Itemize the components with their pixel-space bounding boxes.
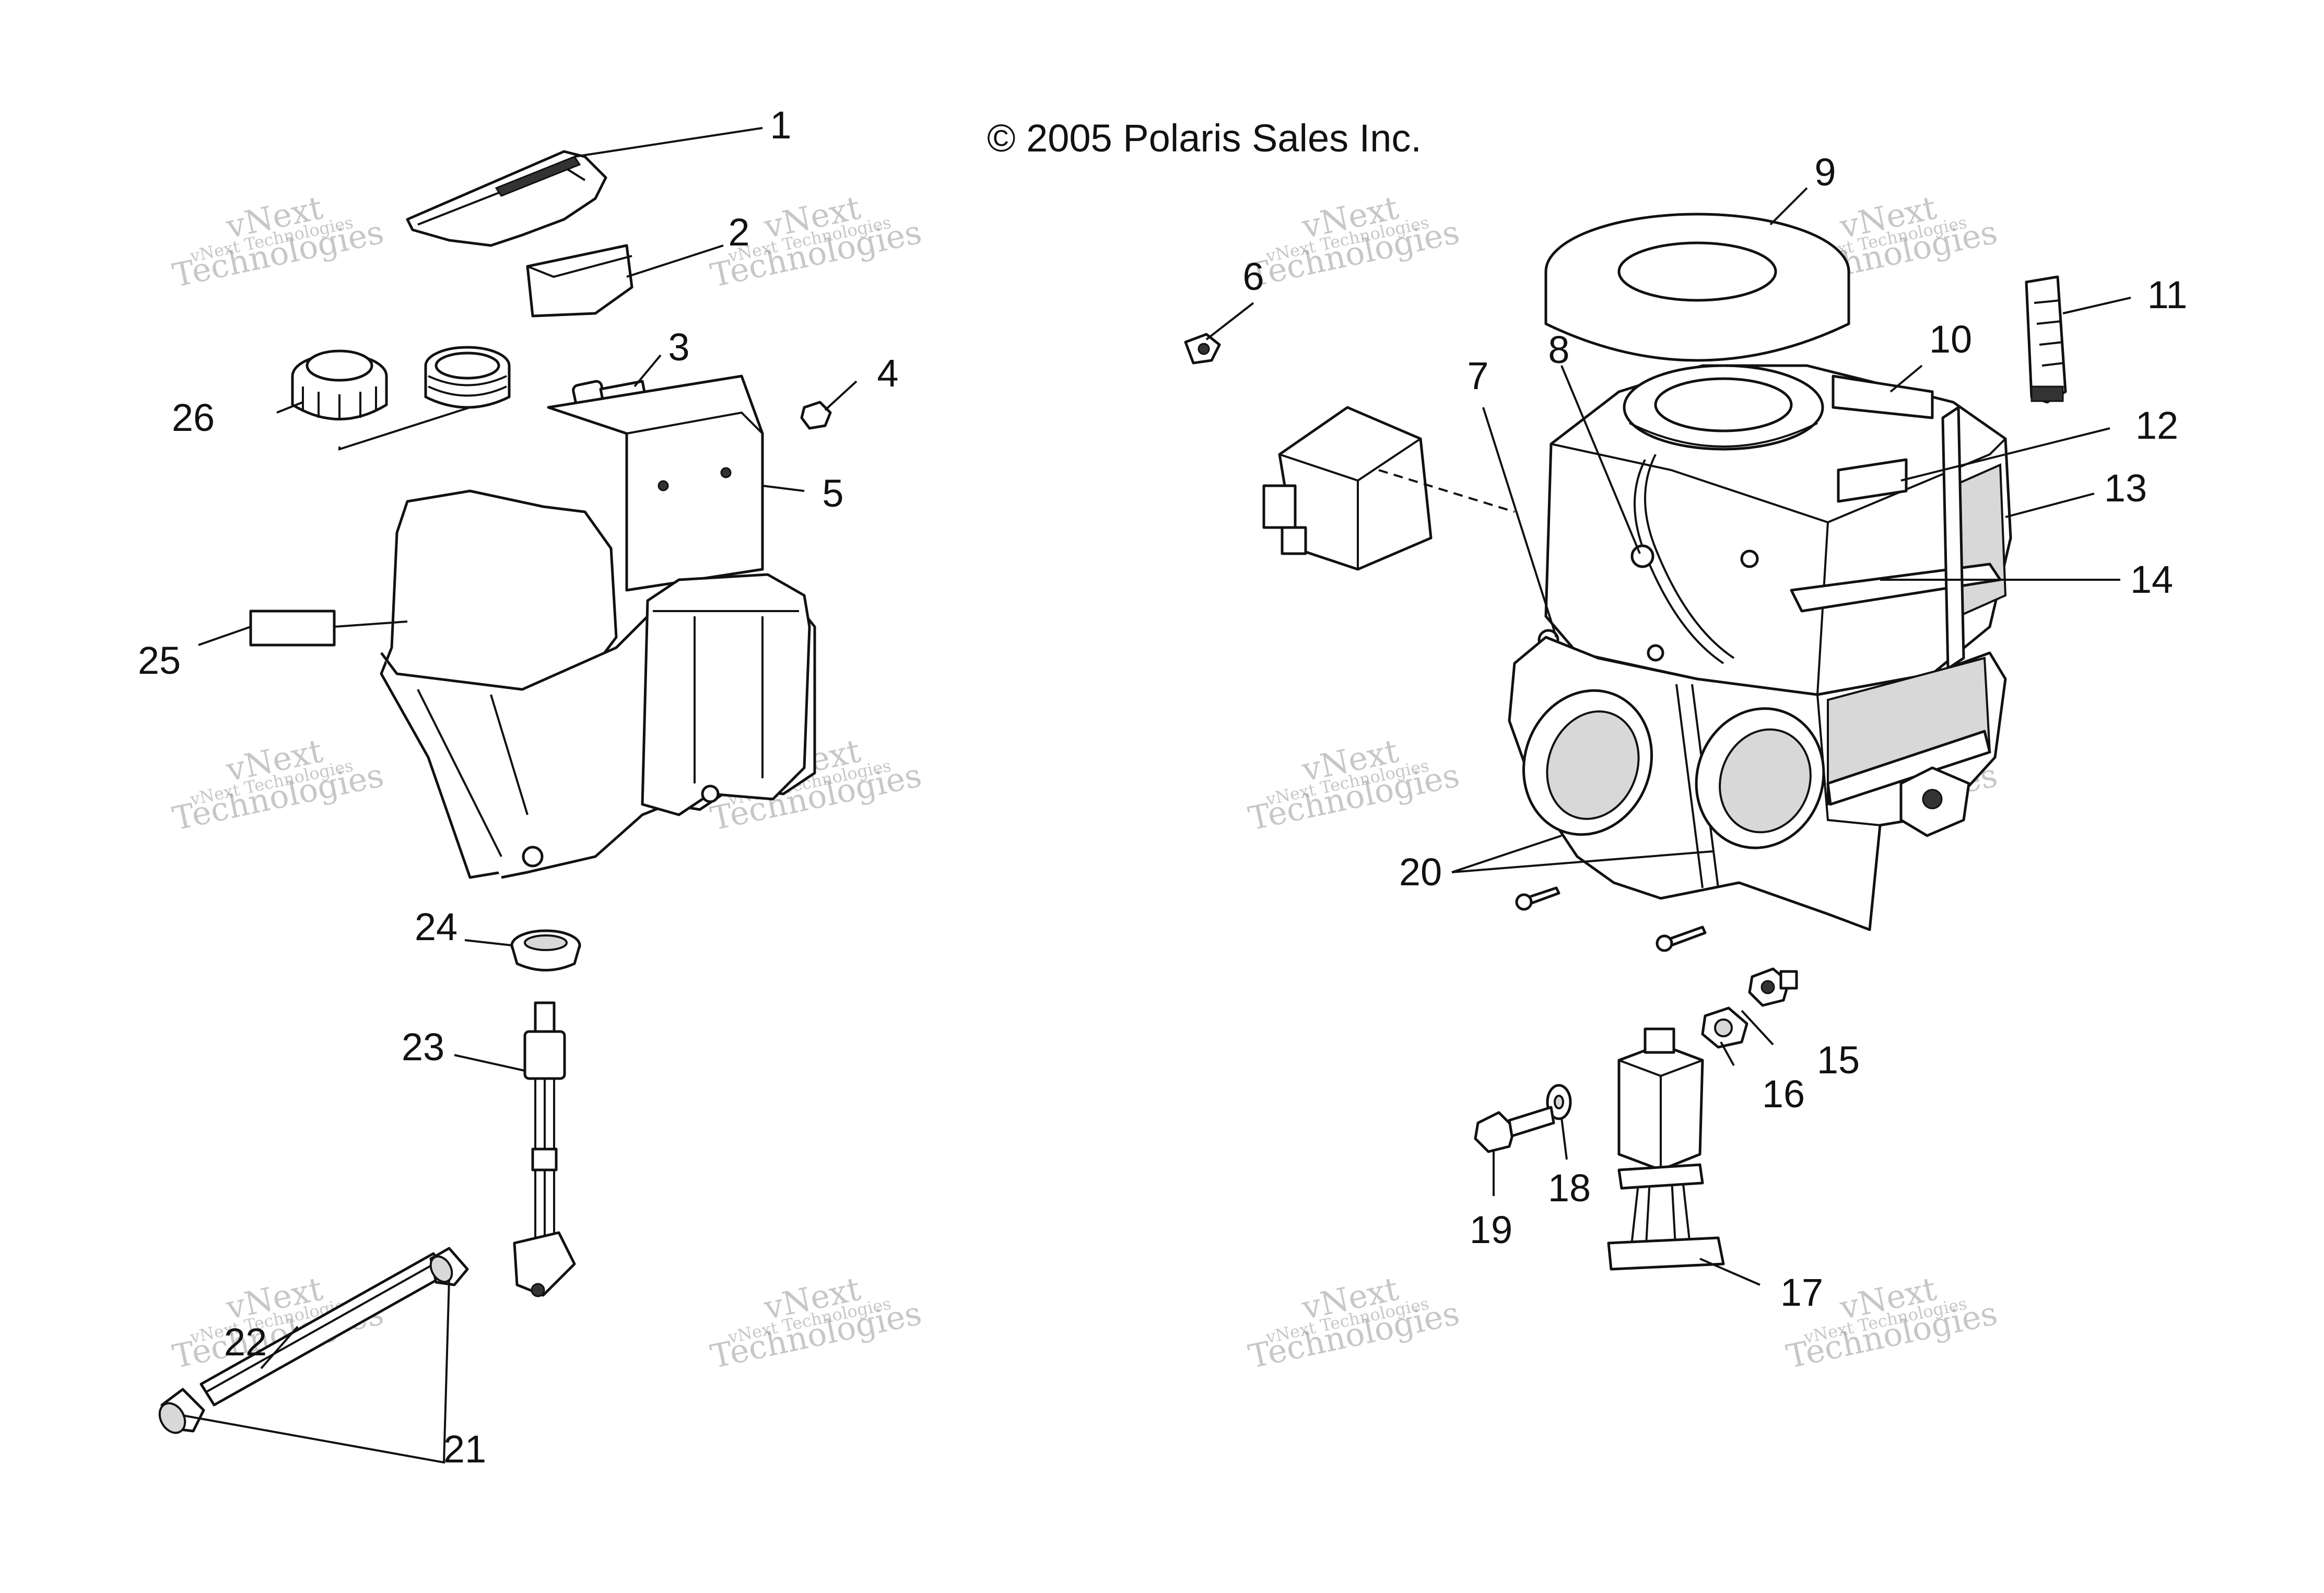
leader-lines [182,127,2131,1464]
part-2-pad [526,244,633,318]
part-23-sensor [513,1001,576,1297]
cdi-module [1262,406,1515,571]
callout-24: 24 [415,905,457,948]
part-24-grommet [510,929,581,971]
callout-19: 19 [1470,1208,1512,1251]
part-6-fastener [1184,333,1221,365]
callout-3: 3 [668,325,689,369]
callout-2: 2 [728,210,749,254]
copyright-text: © 2005 Polaris Sales Inc. [987,116,1422,160]
callout-17: 17 [1780,1271,1823,1314]
callout-20: 20 [1399,850,1442,894]
callout-1: 1 [770,103,791,147]
callouts: 1 2 3 4 5 6 7 8 9 10 11 12 13 14 15 16 1… [138,103,2188,1471]
callout-12: 12 [2135,404,2178,447]
part-19-bolt [1474,1106,1555,1153]
callout-9: 9 [1814,150,1836,194]
callout-18: 18 [1548,1166,1591,1210]
callout-13: 13 [2104,466,2147,510]
callout-8: 8 [1548,328,1569,371]
callout-5: 5 [822,472,843,515]
watermark: vNext Technologies vNext Technologies [1245,732,1463,838]
part-21-clamps [158,1247,469,1434]
watermark: vNext Technologies vNext Technologies [169,189,387,295]
watermark: vNext Technologies vNext Technologies [1245,189,1463,295]
callout-22: 22 [224,1320,267,1364]
part-11-latch [2025,275,2067,404]
watermark: vNext Technologies vNext Technologies [1245,1270,1463,1376]
part-15-bolt [1748,967,1798,1007]
airbox-body [1508,364,2012,931]
callout-26: 26 [172,396,215,439]
callout-16: 16 [1762,1072,1805,1116]
part-25-label [249,610,336,647]
part-26-cap [291,349,388,420]
part-16-nut [1701,1006,1748,1049]
part-17-coil [1607,1027,1725,1271]
callout-6: 6 [1242,255,1264,298]
callout-21: 21 [443,1427,486,1471]
callout-14: 14 [2130,558,2173,601]
part-9-foam-ring [1544,213,1850,362]
callout-25: 25 [138,639,181,682]
callout-10: 10 [1929,318,1972,361]
part-4-nut [800,401,832,430]
part-5-tank-body [380,346,816,879]
callout-4: 4 [877,352,898,395]
callout-11: 11 [2147,273,2188,317]
part-18-washer [1546,1084,1572,1120]
watermark: vNext Technologies vNext Technologies [707,1270,925,1376]
callout-15: 15 [1817,1038,1860,1082]
watermark: vNext Technologies vNext Technologies [169,732,387,838]
callout-7: 7 [1467,354,1488,397]
screws [1515,886,1707,952]
part-1-cover [406,150,607,247]
callout-23: 23 [402,1025,444,1069]
part-20-boots [1522,689,1825,849]
